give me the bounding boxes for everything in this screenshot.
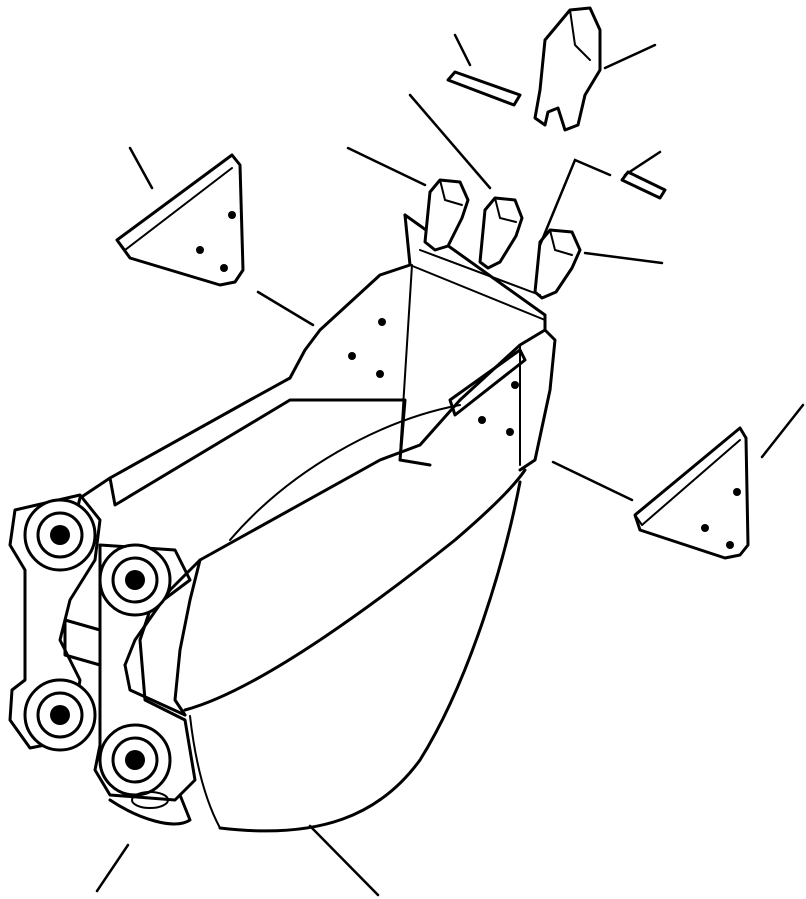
leader-retainer-pin [623, 150, 662, 177]
tooth-adapter-center [478, 196, 524, 270]
leader-lines [95, 33, 805, 897]
lock-pin [446, 70, 522, 107]
leader-adapter-right [583, 251, 664, 265]
leader-adapter-left [346, 146, 427, 187]
leader-bucket-body [308, 824, 380, 897]
side-cutter-left [115, 153, 245, 287]
leader-side-cutter-left-mount [256, 290, 315, 327]
leader-side-cutter-right-mount [551, 460, 634, 502]
tooth-point [533, 6, 602, 132]
leader-tooth-point [603, 43, 657, 70]
cutting-edge [419, 249, 541, 296]
retainer-pin [620, 170, 667, 200]
leader-lock-pin [453, 33, 472, 67]
leader-side-cutter-right [760, 403, 805, 459]
bucket-body [75, 213, 557, 833]
leader-retainer-to-adapter [538, 158, 612, 247]
tooth-adapter-left [423, 178, 470, 252]
leader-link-boss [95, 843, 130, 893]
leader-adapter-center [408, 93, 492, 190]
leader-side-cutter-left [128, 146, 154, 190]
bucket-link-bosses [8, 493, 197, 826]
side-cutter-right [633, 426, 750, 560]
